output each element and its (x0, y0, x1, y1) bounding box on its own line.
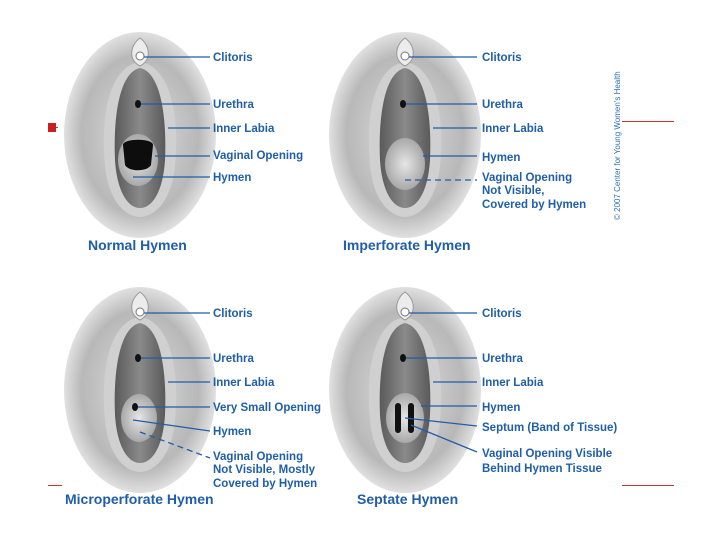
label-hymen: Hymen (213, 426, 251, 438)
label-covered-by-hymen: Covered by Hymen (482, 199, 586, 211)
label-very-small-opening: Very Small Opening (213, 402, 321, 414)
label-vaginal-opening: Vaginal Opening (482, 172, 572, 184)
panel-title-normal: Normal Hymen (88, 237, 187, 253)
urethra-shape (135, 100, 141, 108)
label-vaginal-opening-visible: Vaginal Opening Visible (482, 448, 612, 460)
urethra-shape (400, 100, 406, 108)
label-septum: Septum (Band of Tissue) (482, 422, 617, 434)
label-not-visible: Not Visible, (482, 185, 544, 197)
label-clitoris: Clitoris (213, 52, 253, 64)
urethra-shape (135, 354, 141, 362)
slide-rule-bottom-left (48, 485, 62, 486)
hymen-shape (121, 394, 157, 442)
label-clitoris: Clitoris (482, 52, 522, 64)
label-clitoris: Clitoris (213, 308, 253, 320)
slide-bullet-square (48, 123, 56, 132)
label-urethra: Urethra (213, 353, 255, 365)
clitoris-shape (135, 51, 145, 61)
panel-title-septate: Septate Hymen (357, 491, 458, 507)
label-vaginal-opening: Vaginal Opening (213, 150, 303, 162)
label-urethra: Urethra (482, 99, 524, 111)
clitoris-shape (400, 51, 410, 61)
urethra-shape (400, 354, 406, 362)
label-hymen: Hymen (482, 402, 520, 414)
vaginal-opening-shape (123, 139, 153, 171)
copyright-text: © 2007 Center for Young Women's Health (613, 71, 622, 220)
vestibule-shape (114, 323, 166, 463)
label-urethra: Urethra (213, 99, 255, 111)
label-vaginal-opening: Vaginal Opening (213, 451, 303, 463)
panel-title-imperforate: Imperforate Hymen (343, 237, 471, 253)
septate-opening-left-shape (395, 403, 401, 433)
label-hymen: Hymen (213, 172, 251, 184)
panel-imperforate: Clitoris Urethra Inner Labia Hymen Vagin… (329, 32, 586, 253)
label-covered-by-hymen: Covered by Hymen (213, 478, 317, 490)
panel-septate: Clitoris Urethra Inner Labia Hymen Septu… (329, 287, 617, 507)
hymen-shape (385, 138, 425, 190)
hymen-types-figure: © 2007 Center for Young Women's Health C… (64, 32, 622, 507)
clitoris-shape (135, 307, 145, 317)
clitoris-shape (400, 307, 410, 317)
small-opening-shape (132, 403, 138, 411)
label-inner-labia: Inner Labia (482, 377, 544, 389)
slide-rule-bottom-right (622, 485, 674, 486)
panel-microperforate: Clitoris Urethra Inner Labia Very Small … (64, 287, 321, 507)
label-hymen: Hymen (482, 152, 520, 164)
panel-title-microperforate: Microperforate Hymen (65, 491, 214, 507)
label-inner-labia: Inner Labia (482, 123, 544, 135)
panel-normal: Clitoris Urethra Inner Labia Vaginal Ope… (64, 32, 303, 253)
label-inner-labia: Inner Labia (213, 123, 275, 135)
label-urethra: Urethra (482, 353, 524, 365)
label-clitoris: Clitoris (482, 308, 522, 320)
label-not-visible-mostly: Not Visible, Mostly (213, 464, 316, 476)
slide-rule-top-right (622, 121, 674, 122)
label-behind-hymen-tissue: Behind Hymen Tissue (482, 463, 602, 475)
label-inner-labia: Inner Labia (213, 377, 275, 389)
